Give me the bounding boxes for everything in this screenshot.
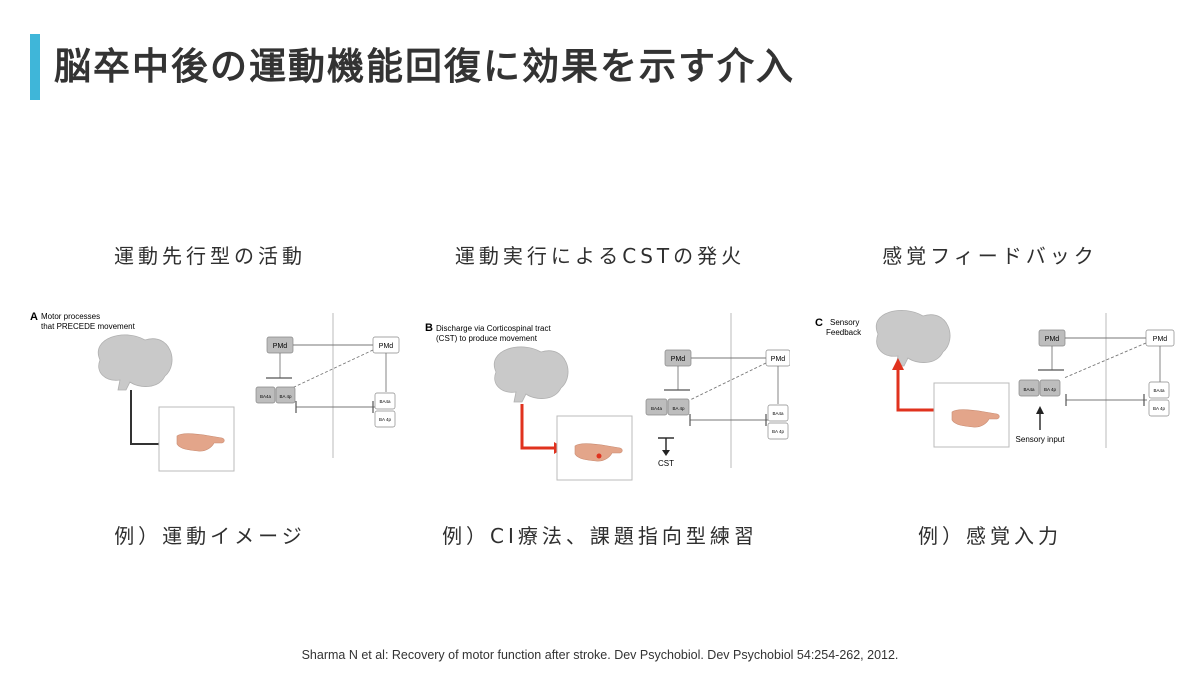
panel-c: 感覚フィードバック C Sensory Feedback PMd PMd BA4… [800,240,1180,560]
dashed-link [1063,342,1147,379]
panel-c-figure: C Sensory Feedback PMd PMd BA4a BA 4p [810,308,1180,488]
panel-b-caption-1: Discharge via Corticospinal tract [436,324,551,333]
panel-a-caption-1: Motor processes [41,312,100,321]
pmd-right-label: PMd [1153,336,1168,343]
ba4a-left-box [1018,379,1040,397]
panel-c-letter: C [815,317,823,329]
panel-c-caption-1: Sensory [830,318,859,327]
pmd-right-label: PMd [379,343,394,350]
ba4p-left-label: BA 4p [1044,387,1057,392]
ba4a-left-label: BA4a [651,406,663,411]
cst-output-arrowhead [662,450,670,456]
ba4a-right-box [1148,381,1170,399]
ba4p-right-box [374,410,396,428]
red-arrowhead [892,358,904,370]
pmd-left-label: PMd [273,343,288,350]
pmd-left-label: PMd [1045,336,1060,343]
panel-a-heading: 運動先行型の活動 [114,244,306,268]
panel-b-letter: B [425,322,433,334]
panel-a-caption-2: that PRECEDE movement [41,322,136,331]
ba4p-left-box [275,386,296,404]
red-dot [596,453,602,459]
ba4a-left-box [645,398,668,416]
panel-a-example: 例）運動イメージ [114,524,306,548]
panel-b-figure: B Discharge via Corticospinal tract (CST… [420,308,790,488]
panel-c-example: 例）感覚入力 [918,524,1062,548]
panel-b-caption-2: (CST) to produce movement [436,334,538,343]
ba4a-left-label: BA4a [1023,387,1035,392]
panel-a: 運動先行型の活動 A Motor processes that PRECEDE … [20,240,400,560]
page-title: 脳卒中後の運動機能回復に効果を示す介入 [54,45,795,88]
ba4p-right-label: BA 4p [1153,406,1166,411]
cst-red-arrow [520,404,554,450]
ba4p-left-label: BA 4p [672,406,685,411]
pmd-right-label: PMd [771,356,786,363]
hand-shape [951,409,1000,428]
citation: Sharma N et al: Recovery of motor functi… [301,648,899,662]
sensory-input-arrowhead [1036,406,1044,414]
panel-b-example: 例）CI療法、課題指向型練習 [442,524,758,548]
ba4a-right-box [767,404,789,422]
ba4a-left-box [255,386,276,404]
ba4p-left-box [1039,379,1061,397]
ba4p-left-label: BA 4p [279,394,292,399]
brain-shape [875,310,951,367]
panel-b: 運動実行によるCSTの発火 B Discharge via Corticospi… [410,240,790,560]
motor-pathway-line [130,390,161,445]
pmd-left-label: PMd [671,356,686,363]
ba4a-right-label: BA4a [379,399,391,404]
brain-shape [493,346,569,403]
dashed-link [689,362,767,401]
panel-a-letter: A [30,311,38,323]
ba4a-left-label: BA4a [260,394,272,399]
title-accent-bar [30,34,40,100]
panel-c-heading: 感覚フィードバック [882,244,1098,268]
feedback-red-arrow [896,368,935,412]
panel-b-heading: 運動実行によるCSTの発火 [454,244,746,268]
ba4p-left-box [667,398,690,416]
panel-c-caption-2: Feedback [826,328,862,337]
panel-a-figure: A Motor processes that PRECEDE movement … [30,308,400,488]
ba4p-right-label: BA 4p [772,429,785,434]
hand-shape [574,443,623,462]
ba4p-right-box [767,422,789,440]
ba4a-right-label: BA4a [772,411,784,416]
ba4a-right-box [374,392,396,410]
ba4p-right-label: BA 4p [379,417,392,422]
hand-shape [176,433,225,452]
brain-shape [97,334,173,391]
ba4a-right-label: BA4a [1153,388,1165,393]
sensory-input-label: Sensory input [1016,435,1066,444]
ba4p-right-box [1148,399,1170,417]
cst-label: CST [658,459,674,468]
